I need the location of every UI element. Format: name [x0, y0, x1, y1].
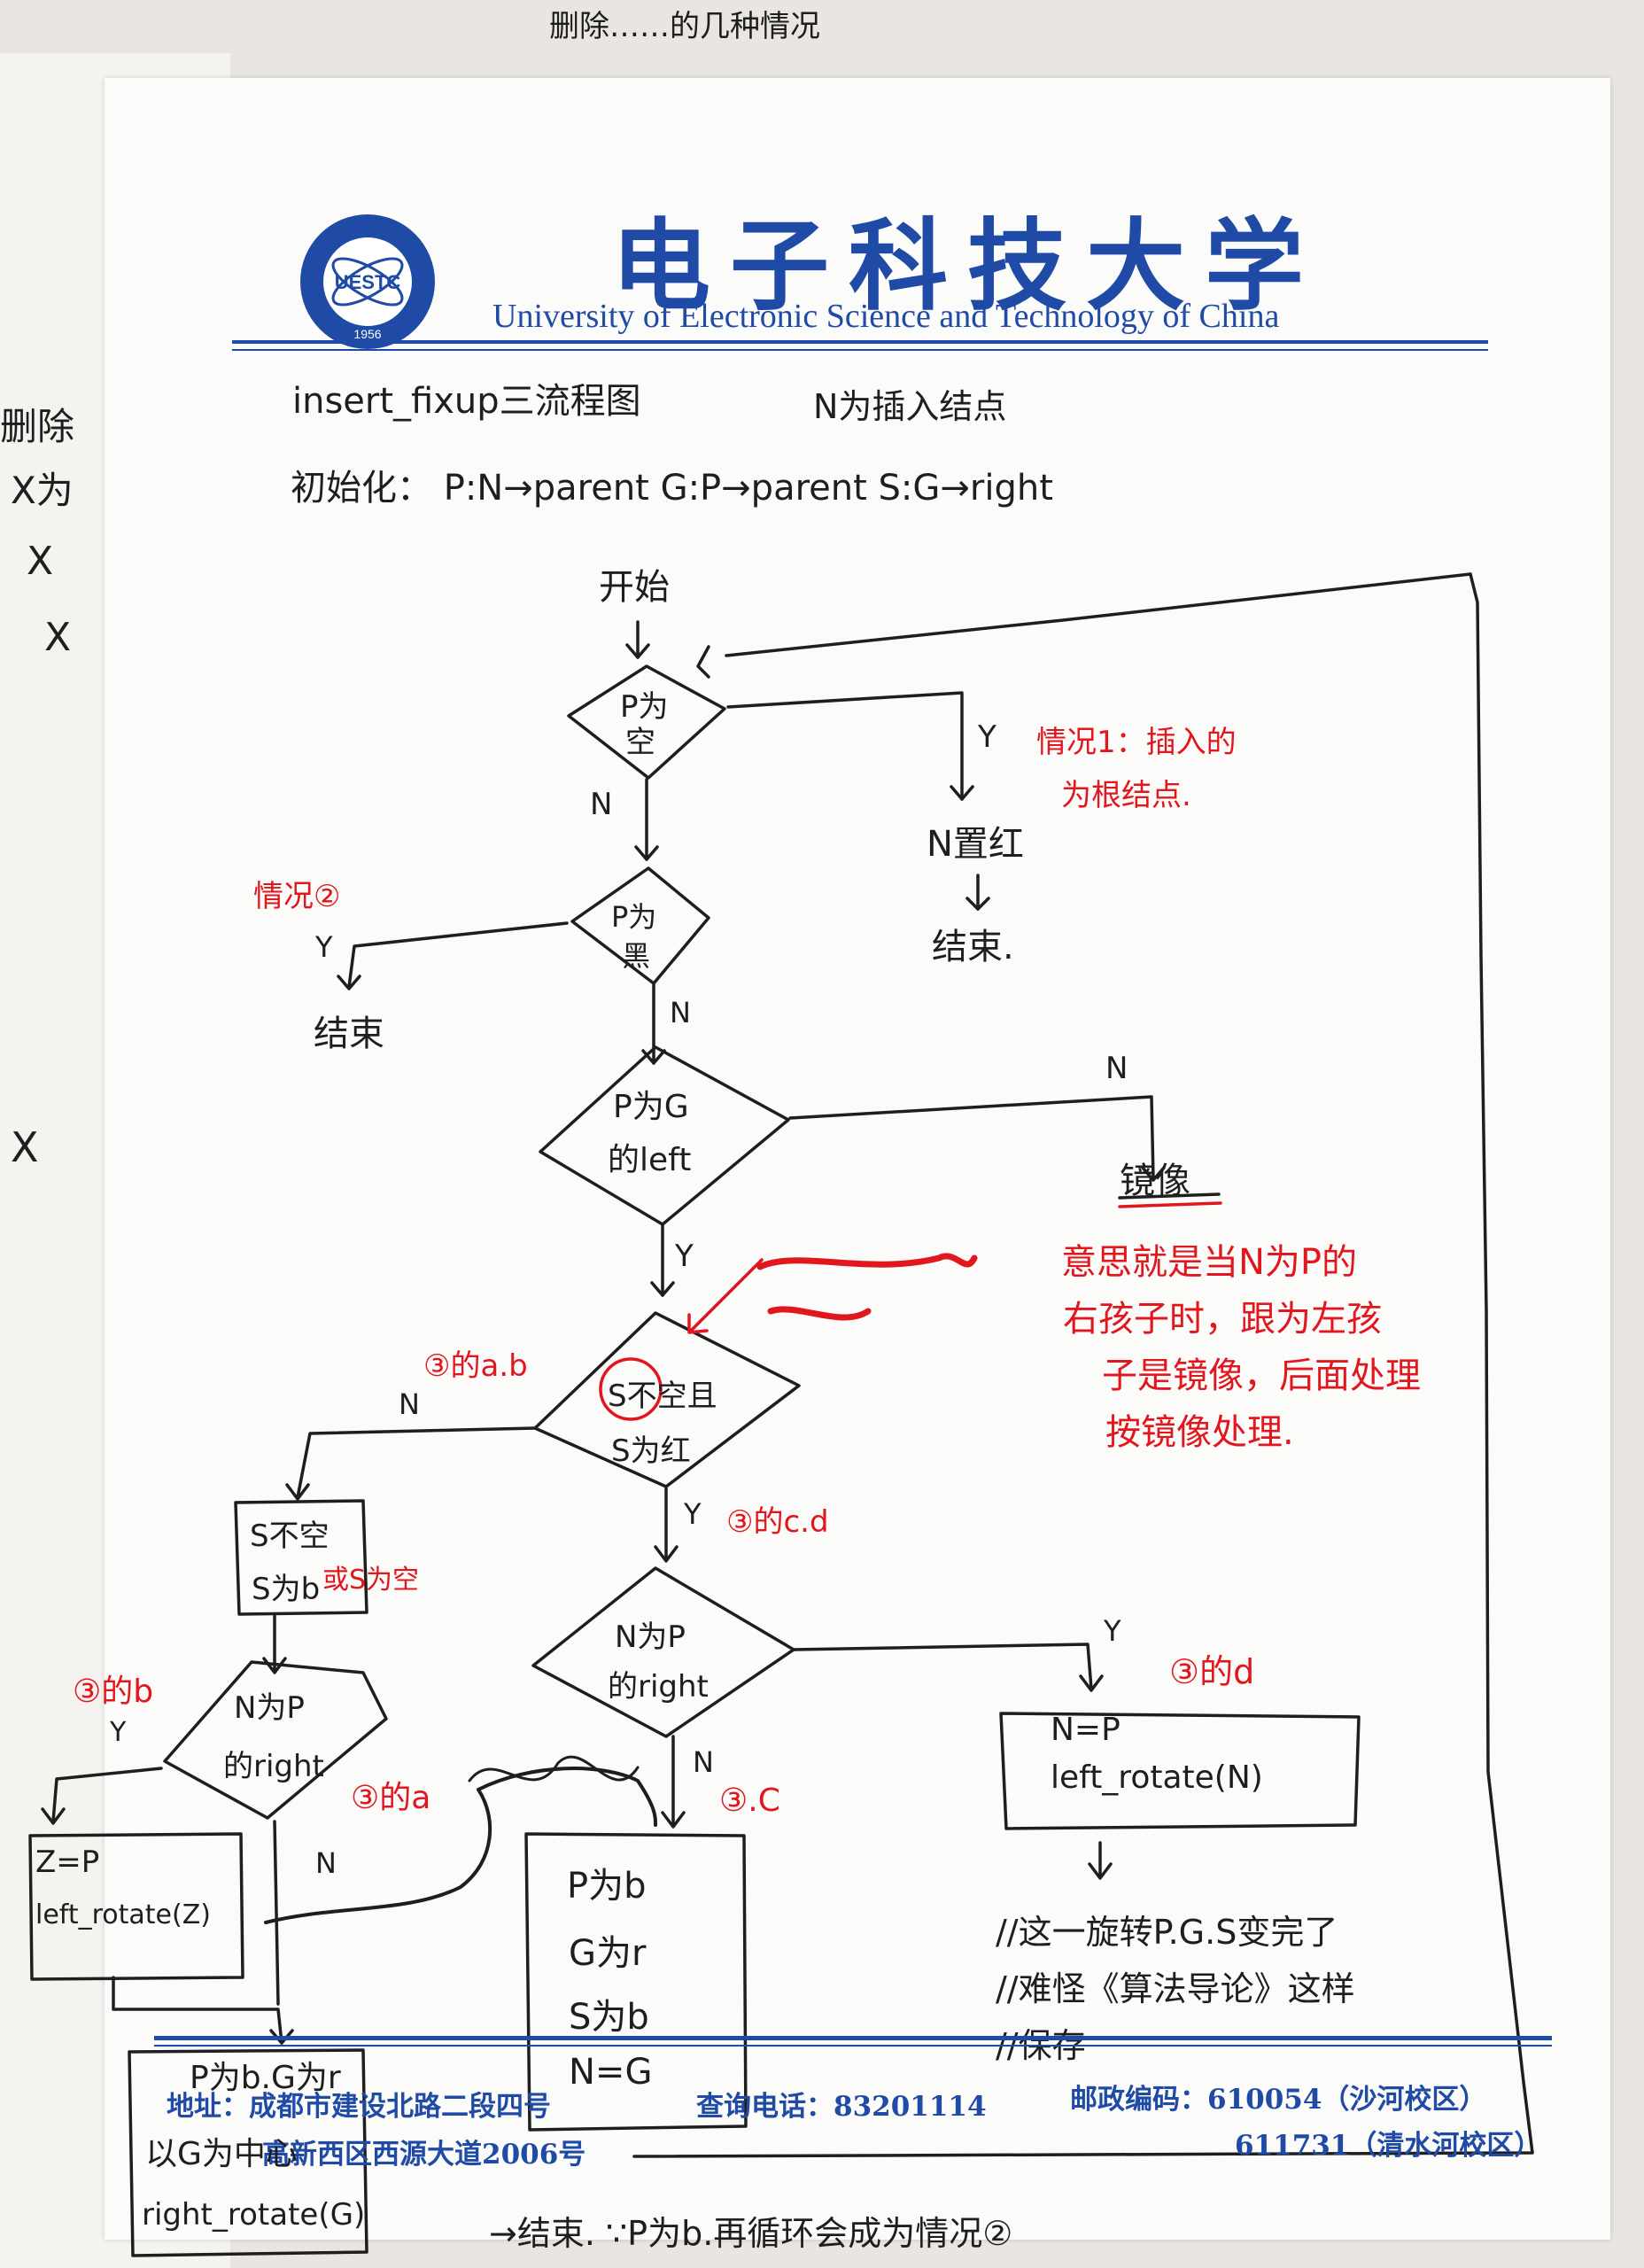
box-recolor-line3: S为b — [569, 1997, 649, 2038]
box-s-line2: S为b — [252, 1572, 321, 1607]
rotate-comment-line2: //难怪《算法导论》这样 — [996, 1969, 1355, 2008]
d5-yes-label: Y — [1104, 1614, 1121, 1648]
box-s-line1: S不空 — [250, 1518, 330, 1554]
rotate-comment-line3: //保存 — [996, 2026, 1086, 2065]
box-s-red-note: 或S为空 — [322, 1565, 420, 1596]
box-z-line1: Z=P — [35, 1845, 100, 1880]
end-label-2: 结束 — [314, 1014, 384, 1054]
box-left-rotate-n-line2: left_rotate(N) — [1051, 1759, 1263, 1796]
decision-p-left-line2: 的left — [608, 1142, 692, 1178]
d2-no-label: N — [670, 996, 691, 1029]
case3cd-label: ③的c.d — [726, 1504, 829, 1540]
mirror-label: 镜像 — [1120, 1161, 1190, 1201]
case3ab-label: ③的a.b — [423, 1348, 528, 1384]
box-left-rotate-n — [999, 1712, 1361, 1830]
letterhead-page — [105, 78, 1610, 2240]
d4-yes-label: Y — [684, 1497, 702, 1531]
box-recolor — [524, 1832, 748, 2132]
set-n-red: N置红 — [927, 824, 1024, 865]
decision-p-null-line1: P为 — [620, 689, 669, 725]
end-label-1: 结束. — [932, 927, 1014, 967]
margin-note-3: X — [27, 539, 54, 584]
d2-yes-label: Y — [315, 930, 333, 964]
rotate-comment-line1: //这一旋转P.G.S变完了 — [996, 1913, 1338, 1952]
decision-s-red — [533, 1311, 801, 1488]
decision-s-red-line1: S不空且 — [608, 1379, 717, 1414]
d6-yes-label: Y — [110, 1717, 127, 1748]
d1-no-label: N — [590, 787, 613, 822]
mirror-note-line3: 子是镜像，后面处理 — [1102, 1355, 1421, 1396]
margin-note-1: 删除 — [0, 405, 75, 448]
box-final-line3: right_rotate(G) — [142, 2197, 366, 2233]
header-rule-top — [232, 340, 1488, 344]
decision-p-black-line2: 黑 — [622, 939, 651, 973]
footer-rule-bottom — [154, 2045, 1552, 2047]
box-left-rotate-n-line1: N=P — [1051, 1712, 1121, 1748]
decision-n-right-main-line2: 的right — [608, 1669, 709, 1705]
svg-text:UESTC: UESTC — [335, 271, 401, 293]
decision-n-right-left-line2: 的right — [223, 1749, 324, 1784]
decision-s-red-line2: S为红 — [611, 1433, 691, 1469]
note-n-definition: N为插入结点 — [813, 387, 1007, 426]
university-title-zh: 电子科技大学 — [611, 208, 1323, 324]
decision-p-black-line1: P为 — [611, 900, 657, 934]
footer-rule-top — [154, 2036, 1552, 2040]
back-sheet-top-note: 删除……的几种情况 — [549, 9, 820, 44]
box-left-rotate-z — [28, 1832, 244, 1981]
case1-note-line1: 情况1：插入的 — [1036, 725, 1237, 760]
box-final-line1: P为b.G为r — [190, 2060, 341, 2096]
d3-yes-label: Y — [675, 1239, 694, 1274]
box-z-line2: left_rotate(Z) — [35, 1899, 211, 1930]
case1-note-line2: 为根结点. — [1061, 778, 1191, 813]
note-heading: insert_fixup三流程图 — [292, 381, 641, 422]
case3a-label: ③的a — [351, 1780, 431, 1816]
mirror-note-line2: 右孩子时，跟为左孩 — [1063, 1299, 1382, 1340]
decision-n-right-left-line1: N为P — [234, 1690, 305, 1726]
d3-no-label: N — [1105, 1051, 1128, 1086]
box-recolor-line4: N=G — [569, 2052, 653, 2093]
box-recolor-line1: P为b — [567, 1866, 647, 1907]
footer-postcode: 邮政编码：610054（沙河校区） — [1070, 2084, 1487, 2116]
decision-n-right-main — [531, 1566, 795, 1738]
margin-note-4: X — [44, 615, 72, 660]
case3b-label: ③的b — [73, 1674, 154, 1710]
header-rule-bottom — [232, 349, 1488, 351]
footer-postcode-2: 611731（清水河校区） — [1235, 2130, 1542, 2162]
note-initialization: 初始化： P:N→parent G:P→parent S:G→right — [291, 468, 1053, 509]
mirror-note-line1: 意思就是当N为P的 — [1061, 1242, 1358, 1283]
case2-label: 情况② — [253, 879, 341, 914]
d6-no-label: N — [315, 1846, 337, 1880]
case3d-label: ③的d — [1169, 1652, 1255, 1691]
decision-n-right-left — [163, 1660, 388, 1820]
box-recolor-line2: G为r — [569, 1933, 647, 1974]
box-final-line2: 以G为中心 — [145, 2136, 298, 2172]
footer-address-2: 高新西区西源大道2006号 — [262, 2139, 586, 2171]
box-right-rotate-g — [128, 2048, 368, 2257]
university-title-en: University of Electronic Science and Tec… — [492, 298, 1280, 335]
d5-no-label: N — [693, 1745, 714, 1779]
d1-yes-label: Y — [978, 719, 996, 755]
decision-n-right-main-line1: N为P — [615, 1619, 686, 1655]
decision-p-null — [567, 664, 726, 780]
svg-text:1956: 1956 — [353, 327, 381, 341]
box-s-black — [234, 1499, 368, 1616]
start-label: 开始 — [599, 567, 670, 608]
decision-p-left-line1: P为G — [613, 1089, 689, 1125]
final-note: →结束. ∵P为b.再循环会成为情况② — [489, 2214, 1013, 2253]
footer-phone: 查询电话：83201114 — [696, 2091, 987, 2123]
footer-address: 地址：成都市建设北路二段四号 — [167, 2091, 551, 2123]
margin-note-2: X为 — [11, 469, 74, 512]
case3c-label: ③.C — [719, 1783, 780, 1819]
margin-note-5: X — [11, 1123, 39, 1171]
d4-no-label: N — [399, 1387, 420, 1421]
decision-p-black — [570, 866, 710, 985]
mirror-note-line4: 按镜像处理. — [1105, 1412, 1294, 1453]
decision-p-null-line2: 空 — [625, 725, 655, 760]
